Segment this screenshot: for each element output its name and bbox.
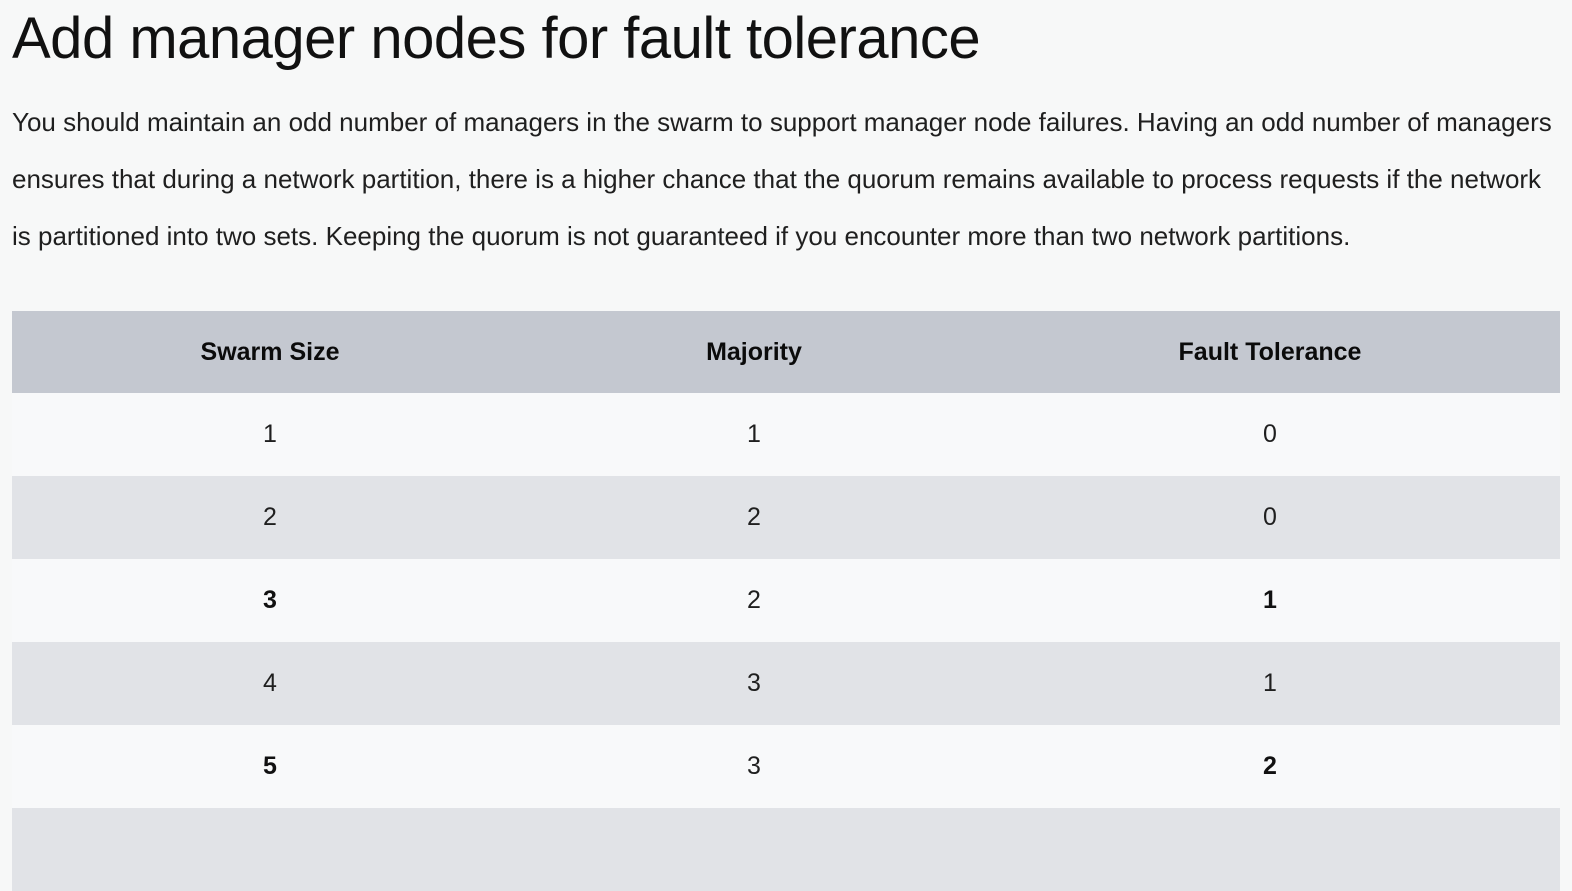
cell-fault-tolerance: 0 bbox=[980, 393, 1560, 476]
cell-swarm-size: 4 bbox=[12, 642, 528, 725]
table-row: 3 2 1 bbox=[12, 559, 1560, 642]
column-header-fault-tolerance: Fault Tolerance bbox=[980, 311, 1560, 393]
column-header-majority: Majority bbox=[528, 311, 980, 393]
table-row: 2 2 0 bbox=[12, 476, 1560, 559]
fault-tolerance-table-wrapper: Swarm Size Majority Fault Tolerance 1 1 … bbox=[12, 311, 1560, 891]
column-header-swarm-size: Swarm Size bbox=[12, 311, 528, 393]
cell-swarm-size: 1 bbox=[12, 393, 528, 476]
table-header: Swarm Size Majority Fault Tolerance bbox=[12, 311, 1560, 393]
intro-paragraph: You should maintain an odd number of man… bbox=[12, 107, 1552, 251]
table-row: 1 1 0 bbox=[12, 393, 1560, 476]
cell-swarm-size bbox=[12, 808, 528, 891]
cell-majority: 1 bbox=[528, 393, 980, 476]
fault-tolerance-table: Swarm Size Majority Fault Tolerance 1 1 … bbox=[12, 311, 1560, 891]
table-row bbox=[12, 808, 1560, 891]
cell-majority bbox=[528, 808, 980, 891]
cell-swarm-size: 3 bbox=[12, 559, 528, 642]
cell-fault-tolerance: 1 bbox=[980, 642, 1560, 725]
table-row: 4 3 1 bbox=[12, 642, 1560, 725]
cell-fault-tolerance: 1 bbox=[980, 559, 1560, 642]
cell-majority: 2 bbox=[528, 559, 980, 642]
page-title: Add manager nodes for fault tolerance bbox=[12, 6, 981, 71]
cell-fault-tolerance bbox=[980, 808, 1560, 891]
cell-majority: 2 bbox=[528, 476, 980, 559]
cell-fault-tolerance: 2 bbox=[980, 725, 1560, 808]
cell-swarm-size: 5 bbox=[12, 725, 528, 808]
table-header-row: Swarm Size Majority Fault Tolerance bbox=[12, 311, 1560, 393]
table-row: 5 3 2 bbox=[12, 725, 1560, 808]
table-body: 1 1 0 2 2 0 3 2 1 4 3 1 bbox=[12, 393, 1560, 891]
cell-fault-tolerance: 0 bbox=[980, 476, 1560, 559]
cell-swarm-size: 2 bbox=[12, 476, 528, 559]
cell-majority: 3 bbox=[528, 725, 980, 808]
cell-majority: 3 bbox=[528, 642, 980, 725]
